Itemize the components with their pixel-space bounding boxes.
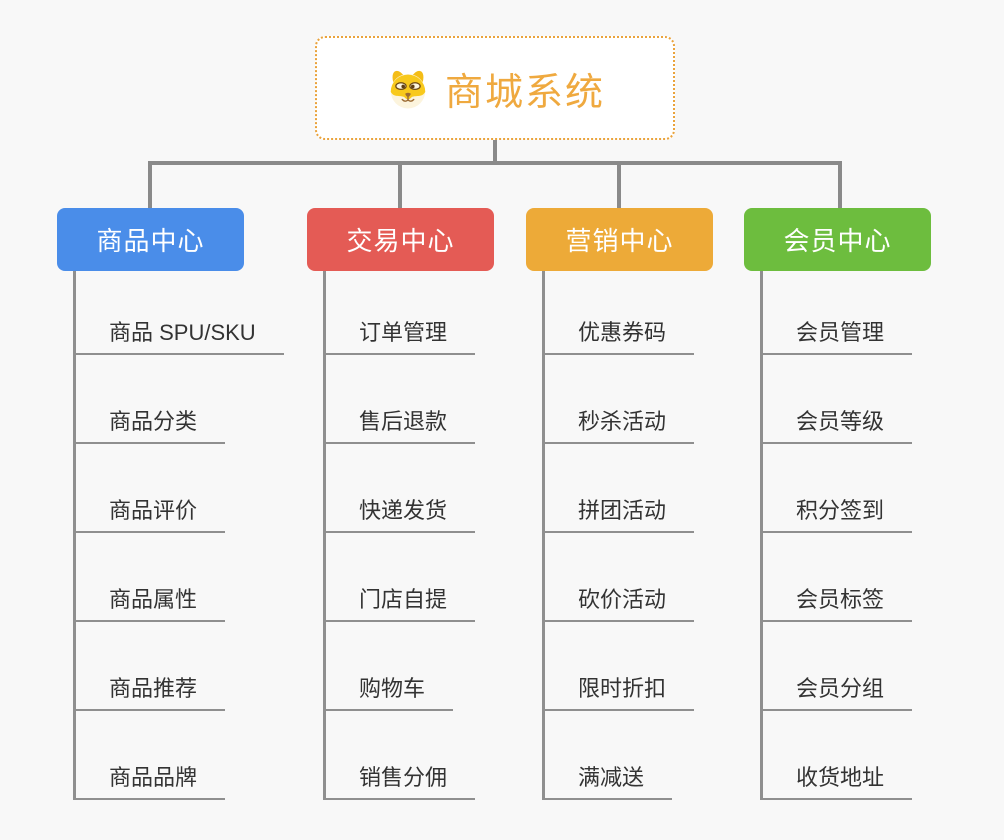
tree-leaf-item[interactable]: 订单管理 (326, 271, 476, 355)
tree-leaf-item[interactable]: 会员管理 (763, 271, 913, 355)
branch-header-product[interactable]: 商品中心 (57, 208, 244, 271)
tree-leaf-item[interactable]: 会员等级 (763, 355, 913, 444)
tree-leaf-item[interactable]: 会员标签 (763, 533, 913, 622)
tree-leaf-item[interactable]: 商品评价 (76, 444, 226, 533)
tree-leaf-item[interactable]: 销售分佣 (326, 711, 476, 800)
tree-leaf-item[interactable]: 售后退款 (326, 355, 476, 444)
tree-leaf-item[interactable]: 优惠券码 (545, 271, 695, 355)
tree-leaf-item[interactable]: 满减送 (545, 711, 673, 800)
branch-header-member[interactable]: 会员中心 (744, 208, 931, 271)
tree-leaf-item[interactable]: 商品推荐 (76, 622, 226, 711)
tree-leaf-item[interactable]: 商品 SPU/SKU (76, 271, 284, 355)
tree-leaf-item[interactable]: 购物车 (326, 622, 454, 711)
tree-leaf-item[interactable]: 商品属性 (76, 533, 226, 622)
tree-leaf-item[interactable]: 门店自提 (326, 533, 476, 622)
tree-leaf-item[interactable]: 秒杀活动 (545, 355, 695, 444)
tree-leaf-item[interactable]: 积分签到 (763, 444, 913, 533)
branch-items-product: 商品 SPU/SKU 商品分类 商品评价 商品属性 商品推荐 商品品牌 (73, 271, 284, 800)
tree-leaf-item[interactable]: 快递发货 (326, 444, 476, 533)
branch-header-trade[interactable]: 交易中心 (307, 208, 494, 271)
branch-member-center: 会员中心 会员管理 会员等级 积分签到 会员标签 会员分组 收货地址 (744, 208, 931, 800)
root-node[interactable]: 商城系统 (315, 36, 675, 140)
tree-leaf-item[interactable]: 拼团活动 (545, 444, 695, 533)
root-title: 商城系统 (444, 71, 605, 114)
branch-trade-center: 交易中心 订单管理 售后退款 快递发货 门店自提 购物车 销售分佣 (307, 208, 494, 800)
tree-leaf-item[interactable]: 商品分类 (76, 355, 226, 444)
branch-items-member: 会员管理 会员等级 积分签到 会员标签 会员分组 收货地址 (760, 271, 931, 800)
branch-items-marketing: 优惠券码 秒杀活动 拼团活动 砍价活动 限时折扣 满减送 (542, 271, 713, 800)
branch-items-trade: 订单管理 售后退款 快递发货 门店自提 购物车 销售分佣 (323, 271, 494, 800)
branch-product-center: 商品中心 商品 SPU/SKU 商品分类 商品评价 商品属性 商品推荐 商品品牌 (57, 208, 284, 800)
tree-leaf-item[interactable]: 会员分组 (763, 622, 913, 711)
tree-leaf-item[interactable]: 商品品牌 (76, 711, 226, 800)
dog-face-icon (390, 70, 426, 109)
tree-leaf-item[interactable]: 限时折扣 (545, 622, 695, 711)
tree-leaf-item[interactable]: 收货地址 (763, 711, 913, 800)
branch-header-marketing[interactable]: 营销中心 (526, 208, 713, 271)
tree-leaf-item[interactable]: 砍价活动 (545, 533, 695, 622)
branch-marketing-center: 营销中心 优惠券码 秒杀活动 拼团活动 砍价活动 限时折扣 满减送 (526, 208, 713, 800)
